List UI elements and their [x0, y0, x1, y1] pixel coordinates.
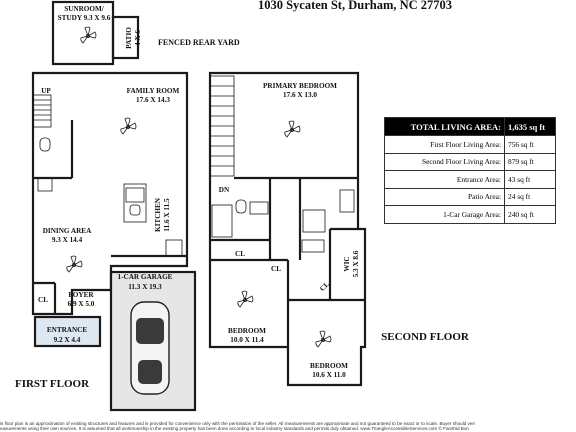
area-value: 24 sq ft: [504, 187, 556, 206]
ceiling-fan-icon: [120, 117, 137, 135]
disclaimer-text: is floor plan is an approximation of exi…: [0, 421, 576, 431]
second-floor-plan: [208, 71, 367, 387]
patio-outline: [111, 15, 140, 60]
toilet-icon: [39, 137, 51, 152]
foyer-label: FOYER: [68, 291, 94, 299]
stairs-first-floor: [32, 94, 52, 128]
bedroom-1-label: BEDROOM: [228, 327, 266, 335]
property-address: 1030 Sycaten St, Durham, NC 27703: [258, 0, 452, 12]
sink-icon: [249, 201, 269, 215]
patio-label: PATIO: [125, 27, 133, 49]
garage-dims: 11.3 X 19.3: [128, 283, 162, 291]
sunroom-label: SUNROOM/: [64, 5, 105, 13]
area-summary-table: TOTAL LIVING AREA: 1,635 sq ft First Flo…: [384, 117, 556, 224]
bedroom-2-dims: 10.6 X 11.0: [312, 371, 346, 379]
area-label: 1-Car Garage Area:: [384, 205, 505, 224]
closet-label: CL: [235, 250, 245, 258]
kitchen-label: KITCHEN: [154, 197, 162, 232]
family-room-dims: 17.6 X 14.3: [136, 96, 170, 104]
family-room-label: FAMILY ROOM: [127, 87, 180, 95]
dining-area-dims: 9.3 X 14.4: [52, 236, 83, 244]
garage-label: 1-CAR GARAGE: [118, 273, 173, 281]
area-row: Second Floor Living Area: 879 sq ft: [384, 152, 556, 171]
car-icon: [130, 301, 170, 395]
fenced-yard-label: FENCED REAR YARD: [158, 38, 240, 47]
toilet-icon: [235, 199, 247, 214]
area-row: Patio Area: 24 sq ft: [384, 187, 556, 206]
area-value: 756 sq ft: [504, 135, 556, 154]
bedroom-2-label: BEDROOM: [310, 362, 348, 370]
shower-icon: [302, 209, 326, 233]
area-label: Entrance Area:: [384, 170, 505, 189]
primary-bedroom-label: PRIMARY BEDROOM: [263, 82, 337, 90]
closet-label: CL: [271, 265, 281, 273]
area-label: Second Floor Living Area:: [384, 152, 505, 171]
foyer-dims: 6.9 X 5.0: [68, 300, 95, 308]
total-living-area-value: 1,635 sq ft: [504, 117, 556, 136]
area-label: Patio Area:: [384, 187, 505, 206]
wic-label: WIC: [343, 256, 351, 271]
area-value: 879 sq ft: [504, 152, 556, 171]
total-living-area-label: TOTAL LIVING AREA:: [384, 117, 505, 136]
dining-area-label: DINING AREA: [43, 227, 92, 235]
first-floor-label: FIRST FLOOR: [15, 378, 90, 390]
stairs-up-label: UP: [41, 87, 51, 95]
stairs-down-label: DN: [219, 186, 230, 194]
area-value: 43 sq ft: [504, 170, 556, 189]
kitchen-dims: 11.6 X 11.5: [163, 198, 171, 232]
disclaimer-line: easurements using their own sources. It …: [0, 426, 469, 432]
kitchen-island: [123, 183, 147, 223]
ceiling-fan-icon: [66, 255, 83, 273]
cooktop-icon: [125, 187, 145, 203]
area-row: First Floor Living Area: 756 sq ft: [384, 135, 556, 154]
stairs-second-floor: [209, 75, 235, 177]
entrance-outline: [33, 315, 102, 348]
disclaimer-line: is floor plan is an approximation of exi…: [0, 421, 475, 426]
area-label: First Floor Living Area:: [384, 135, 505, 154]
wic-dims: 5.3 X 8.6: [352, 250, 360, 277]
ceiling-fan-icon: [284, 120, 301, 138]
sink-icon: [37, 177, 53, 192]
sink-icon: [129, 204, 141, 216]
bathtub-icon: [211, 204, 233, 238]
closet-label: CL: [38, 296, 48, 304]
area-row: Entrance Area: 43 sq ft: [384, 170, 556, 189]
entrance-label: ENTRANCE: [47, 326, 88, 334]
entrance-dims: 9.2 X 4.4: [54, 336, 81, 344]
primary-bedroom-dims: 17.6 X 13.0: [283, 91, 317, 99]
ceiling-fan-icon: [80, 26, 97, 44]
ceiling-fan-icon: [237, 290, 254, 308]
area-row: 1-Car Garage Area: 240 sq ft: [384, 205, 556, 224]
second-floor-label: SECOND FLOOR: [381, 331, 470, 343]
fridge-icon: [165, 239, 183, 257]
bedroom-1-dims: 10.0 X 11.4: [230, 336, 264, 344]
vanity-icon: [301, 239, 325, 253]
sunroom-dims: STUDY 9.3 X 9.6: [58, 14, 111, 22]
total-living-area-row: TOTAL LIVING AREA: 1,635 sq ft: [384, 117, 556, 136]
area-value: 240 sq ft: [504, 205, 556, 224]
ceiling-fan-icon: [315, 330, 332, 348]
patio-dims: 4 X 6: [134, 30, 142, 46]
vanity-icon: [339, 189, 355, 213]
first-floor-plan: [31, 0, 197, 412]
